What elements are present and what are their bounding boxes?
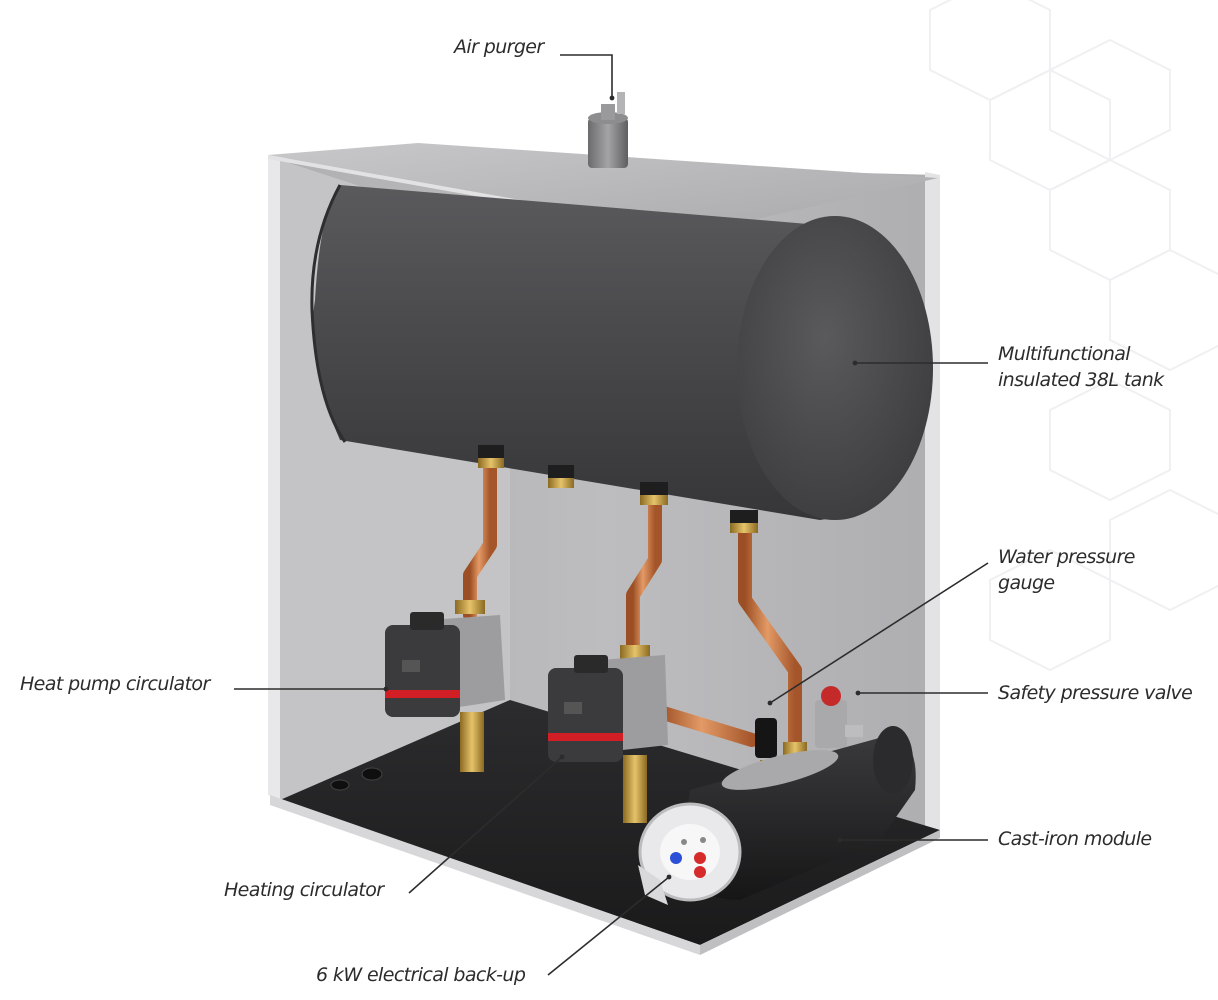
label-heating-circulator: Heating circulator [224, 879, 384, 901]
label-safety-pressure-valve: Safety pressure valve [998, 682, 1193, 704]
leader-backup [547, 876, 670, 976]
heat-pump-circulator-part [385, 600, 505, 772]
leader-air-purger [560, 54, 613, 96]
leader-dots [383, 95, 861, 880]
label-water-pressure-gauge: Water pressure gauge [998, 544, 1208, 596]
leader-heating-circ [408, 756, 563, 894]
label-gauge-line2: gauge [998, 572, 1055, 594]
heating-circulator-part [548, 645, 668, 823]
label-tank-line2: insulated 38L tank [998, 369, 1164, 391]
leader-gauge [769, 562, 989, 704]
label-cast-iron-module: Cast-iron module [998, 828, 1152, 850]
label-tank-line1: Multifunctional [998, 343, 1131, 365]
label-heat-pump-circulator: Heat pump circulator [20, 673, 210, 695]
label-gauge-line1: Water pressure [998, 546, 1135, 568]
label-electrical-backup: 6 kW electrical back-up [316, 964, 526, 986]
insulated-tank [310, 184, 933, 520]
label-air-purger: Air purger [454, 36, 544, 58]
label-tank: Multifunctional insulated 38L tank [998, 341, 1208, 393]
air-purger-part [588, 92, 628, 168]
leader-lines [234, 54, 989, 976]
background-hex-pattern [929, 0, 1218, 672]
tank-fittings [478, 445, 758, 533]
electrical-backup-part [638, 802, 742, 905]
